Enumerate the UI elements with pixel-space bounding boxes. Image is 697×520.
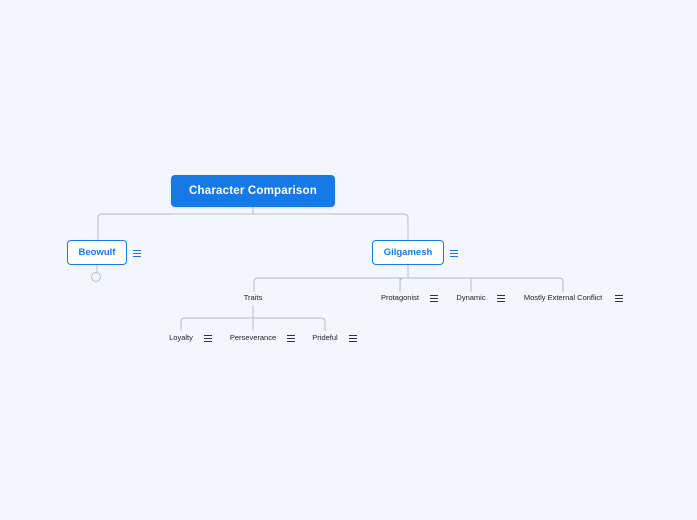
notes-menu-icon[interactable] bbox=[133, 250, 141, 257]
notes-menu-icon[interactable] bbox=[615, 295, 623, 302]
connector-protagonist bbox=[399, 277, 405, 292]
subtopic-perseverance[interactable]: Perseverance bbox=[230, 332, 276, 344]
notes-menu-icon[interactable] bbox=[287, 335, 295, 342]
notes-menu-icon[interactable] bbox=[430, 295, 438, 302]
subtopic-dynamic[interactable]: Dynamic bbox=[456, 292, 485, 304]
subtopic-loyalty[interactable]: Loyalty bbox=[169, 332, 193, 344]
subtopic-external-conflict[interactable]: Mostly External Conflict bbox=[524, 292, 602, 304]
subtopic-prideful[interactable]: Prideful bbox=[312, 332, 337, 344]
subtopic-dynamic-label: Dynamic bbox=[456, 293, 486, 302]
connector-gilgamesh-children bbox=[253, 277, 564, 292]
root-topic-label: Character Comparison bbox=[189, 185, 317, 197]
subtopic-traits-label: Traits bbox=[243, 293, 263, 302]
connector-root-beowulf bbox=[97, 213, 409, 240]
subtopic-traits[interactable]: Traits bbox=[244, 292, 262, 304]
topic-beowulf[interactable]: Beowulf bbox=[67, 240, 127, 265]
notes-menu-icon[interactable] bbox=[497, 295, 505, 302]
subtopic-protagonist[interactable]: Protagonist bbox=[381, 292, 419, 304]
subtopic-perseverance-label: Perseverance bbox=[229, 333, 277, 342]
topic-gilgamesh[interactable]: Gilgamesh bbox=[372, 240, 444, 265]
notes-menu-icon[interactable] bbox=[204, 335, 212, 342]
topic-gilgamesh-label: Gilgamesh bbox=[383, 247, 433, 258]
root-topic[interactable]: Character Comparison bbox=[171, 175, 335, 207]
topic-beowulf-label: Beowulf bbox=[78, 247, 116, 258]
subtopic-loyalty-label: Loyalty bbox=[169, 333, 193, 342]
notes-menu-icon[interactable] bbox=[450, 250, 458, 257]
collapse-dot-icon[interactable] bbox=[91, 272, 101, 282]
subtopic-protagonist-label: Protagonist bbox=[381, 293, 419, 302]
subtopic-prideful-label: Prideful bbox=[312, 333, 338, 342]
notes-menu-icon[interactable] bbox=[349, 335, 357, 342]
subtopic-external-conflict-label: Mostly External Conflict bbox=[523, 293, 603, 302]
